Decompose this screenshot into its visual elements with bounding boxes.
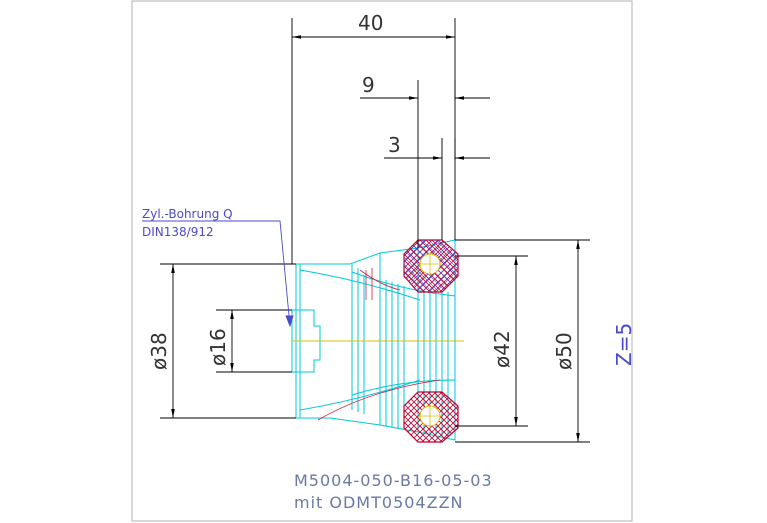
chip-flute-lines bbox=[317, 268, 441, 421]
bore-note-line1: Zyl.-Bohrung Q bbox=[142, 207, 233, 221]
dim-42-label: ø42 bbox=[490, 330, 514, 368]
part-number-line2: mit ODMT0504ZZN bbox=[294, 493, 464, 512]
dim-16-label: ø16 bbox=[206, 328, 230, 366]
dim-9-label: 9 bbox=[362, 73, 375, 97]
part-number-line1: M5004-050-B16-05-03 bbox=[294, 471, 493, 490]
teeth-count-label: Z=5 bbox=[612, 323, 636, 366]
dim-38-label: ø38 bbox=[147, 332, 171, 370]
dim-3-label: 3 bbox=[388, 133, 401, 157]
dim-50-label: ø50 bbox=[552, 332, 576, 370]
insert-top bbox=[403, 239, 459, 293]
bore-note-line2: DIN138/912 bbox=[142, 225, 214, 239]
dim-40-label: 40 bbox=[358, 11, 383, 35]
dimension-lines bbox=[160, 18, 590, 443]
drawing-frame bbox=[131, 0, 633, 522]
insert-bottom bbox=[403, 391, 459, 443]
note-leader bbox=[142, 220, 294, 328]
